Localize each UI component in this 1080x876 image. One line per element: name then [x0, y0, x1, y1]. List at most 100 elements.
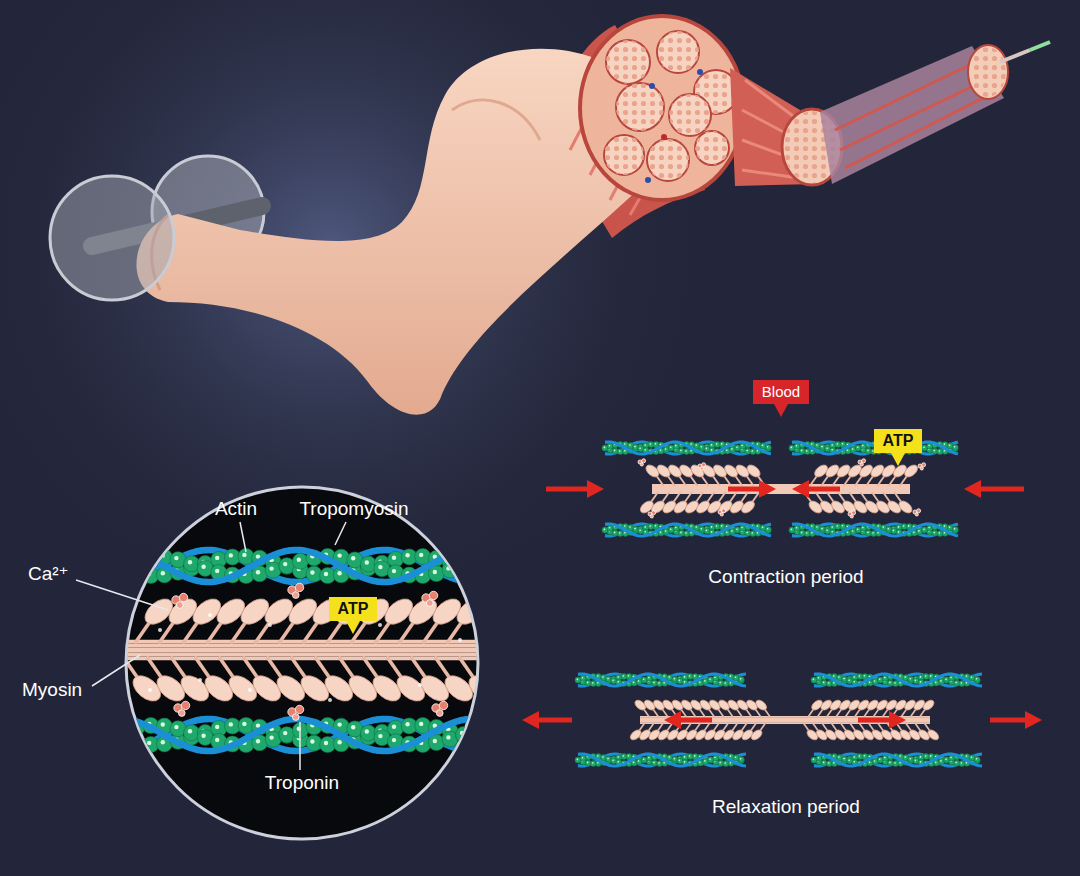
- myosin-neck: [844, 476, 851, 486]
- actin-bead-highlight: [735, 676, 737, 678]
- arrowhead: [964, 480, 981, 498]
- actin-bead-highlight: [602, 756, 604, 758]
- actin-bead-highlight: [690, 450, 692, 452]
- actin-bead-highlight: [823, 762, 825, 764]
- actin-bead-highlight: [106, 562, 110, 566]
- myosin-neck: [737, 709, 743, 717]
- actin-bead-highlight: [910, 678, 912, 680]
- troponin: [652, 511, 656, 515]
- actin-bead-highlight: [283, 562, 287, 566]
- actin-bead-highlight: [365, 729, 369, 733]
- actin-bead-highlight: [904, 756, 906, 758]
- muscle-cross-section: [580, 16, 744, 200]
- actin-bead-highlight: [337, 553, 341, 557]
- actin-bead-highlight: [215, 569, 219, 573]
- callout-text: ATP: [338, 600, 369, 617]
- actin-bead-highlight: [928, 527, 930, 529]
- part-label: Troponin: [265, 773, 339, 794]
- actin-bead-highlight: [690, 525, 692, 527]
- zoom-circle: [126, 487, 478, 839]
- actin-bead-highlight: [256, 570, 260, 574]
- actin-bead-highlight: [694, 755, 696, 757]
- actin-bead-highlight: [816, 444, 818, 446]
- actin-bead-highlight: [229, 553, 233, 557]
- myosin-neck: [827, 492, 834, 502]
- actin-bead-highlight: [949, 526, 951, 528]
- actin-bead-highlight: [120, 736, 124, 740]
- actin-bead-highlight: [752, 532, 754, 534]
- actin-bead-highlight: [813, 679, 815, 681]
- actin-bead-highlight: [617, 681, 619, 683]
- vessel-dot: [645, 177, 651, 183]
- actin-bead-highlight: [826, 530, 828, 532]
- actin-bead-highlight: [811, 532, 813, 534]
- actin-bead-highlight: [719, 762, 721, 764]
- actin-bead-highlight: [796, 527, 798, 529]
- actin-bead-highlight: [874, 680, 876, 682]
- arrowhead: [759, 480, 776, 498]
- actin-bead-highlight: [966, 675, 968, 677]
- myosin-neck: [668, 476, 675, 486]
- myosin-neck: [836, 709, 842, 717]
- tropomyosin-strand: [605, 524, 771, 536]
- actin-bead-highlight: [709, 758, 711, 760]
- actin-bead-highlight: [746, 532, 748, 534]
- myosin-neck: [681, 709, 687, 717]
- actin-bead-highlight: [624, 525, 626, 527]
- troponin: [700, 467, 703, 470]
- myosin-shaft: [652, 490, 910, 492]
- actin-bead-highlight: [711, 526, 713, 528]
- actin-bead-highlight: [971, 676, 973, 678]
- myosin-neck: [663, 709, 669, 717]
- myosin-neck: [753, 492, 760, 502]
- myosin-neck: [859, 722, 865, 730]
- actin-bead-highlight: [843, 758, 845, 760]
- actin-bead-highlight: [337, 571, 341, 575]
- actin-bead-highlight: [638, 680, 640, 682]
- actin-bead-highlight: [639, 530, 641, 532]
- myosin-neck: [742, 722, 748, 730]
- actin-bead: [116, 732, 132, 748]
- actin-bead-highlight: [869, 762, 871, 764]
- actin-bead-highlight: [884, 677, 886, 679]
- myosin-neck: [231, 623, 245, 644]
- myosin-neck: [728, 709, 734, 717]
- actin-bead: [952, 526, 958, 532]
- myosin-neck: [803, 722, 809, 730]
- actin-bead-highlight: [716, 443, 718, 445]
- actin-bead-highlight: [966, 682, 968, 684]
- force-arrow: [990, 718, 1028, 723]
- actin-bead-highlight: [609, 527, 611, 529]
- actin-bead-highlight: [918, 530, 920, 532]
- actin-bead-highlight: [650, 443, 652, 445]
- myosin-neck: [708, 492, 715, 502]
- actin-bead-highlight: [721, 525, 723, 527]
- actin-bead-highlight: [604, 529, 606, 531]
- filament-thread: [1030, 42, 1050, 50]
- actin-bead-highlight: [433, 739, 437, 743]
- actin-bead-highlight: [821, 528, 823, 530]
- myosin-shaft: [640, 718, 930, 720]
- fascicle: [616, 83, 664, 131]
- actin-bead-highlight: [351, 725, 355, 729]
- actin-bead-highlight: [752, 450, 754, 452]
- myosin-neck: [821, 476, 828, 486]
- actin-bead-highlight: [614, 450, 616, 452]
- fascicle: [695, 131, 729, 165]
- calcium-ion: [268, 623, 272, 627]
- actin-bead-highlight: [862, 527, 864, 529]
- actin-bead-highlight: [675, 527, 677, 529]
- actin-bead-highlight: [888, 528, 890, 530]
- actin-bead-highlight: [833, 675, 835, 677]
- myosin-neck: [279, 623, 293, 644]
- actin-bead-highlight: [582, 677, 584, 679]
- calcium-ion: [328, 698, 332, 702]
- actin-bead: [469, 722, 485, 738]
- fascicle: [604, 135, 644, 175]
- actin-bead: [116, 563, 132, 579]
- actin-bead-highlight: [950, 757, 952, 759]
- actin-bead-highlight: [899, 762, 901, 764]
- actin-bead-highlight: [889, 682, 891, 684]
- arm: [136, 49, 640, 415]
- actin-bead-highlight: [256, 739, 260, 743]
